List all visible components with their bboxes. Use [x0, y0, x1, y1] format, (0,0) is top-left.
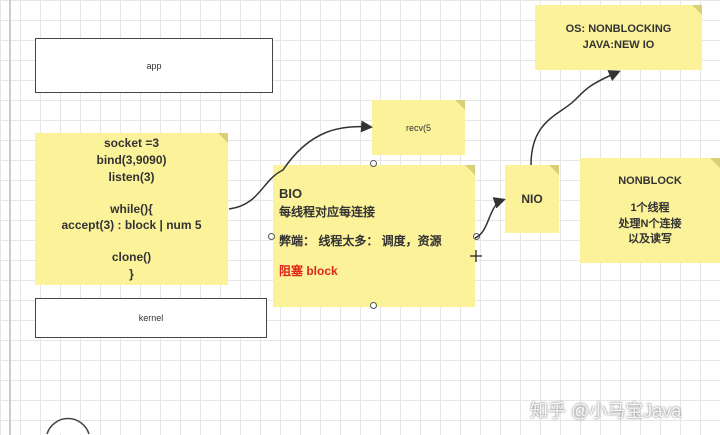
code-line: listen(3) [108, 169, 155, 184]
nonblock-title: NONBLOCK [618, 175, 682, 187]
app-box[interactable]: app [35, 38, 273, 93]
arrow-bio-to-nio [474, 197, 506, 239]
crosshair-cursor-icon [470, 250, 482, 262]
code-line: accept(3) : block | num 5 [61, 218, 202, 233]
os-line1: OS: NONBLOCKING [565, 23, 672, 36]
resize-handle[interactable] [370, 302, 377, 309]
code-line: while(){ [110, 201, 153, 216]
code-line: clone() [111, 250, 152, 265]
app-label: app [146, 60, 162, 71]
os-line2: JAVA:NEW IO [582, 38, 655, 51]
bio-drawback: 弊端： 线程太多： 调度，资源 [279, 234, 442, 249]
recv-label: recv(5 [405, 123, 431, 133]
nio-note[interactable]: NIO [505, 165, 559, 233]
canvas-edge [9, 0, 11, 435]
nio-label: NIO [521, 191, 543, 206]
circle-shape [46, 417, 90, 435]
code-note[interactable]: socket =3 bind(3,9090) listen(3) while()… [35, 133, 228, 285]
nonblock-note[interactable]: NONBLOCK 1个线程 处理N个连接 以及读写 [580, 158, 720, 263]
watermark: 知乎 @小马宝Java [530, 401, 682, 421]
kernel-label: kernel [138, 313, 164, 323]
nonblock-line3: 以及读写 [628, 233, 672, 246]
arrow-nio-to-os [530, 70, 621, 166]
nonblock-line2: 处理N个连接 [618, 217, 682, 230]
kernel-box[interactable]: kernel [35, 298, 267, 338]
resize-handle[interactable] [268, 233, 275, 240]
recv-note[interactable]: recv(5 [372, 100, 465, 155]
code-line: bind(3,9090) [96, 153, 167, 167]
nonblock-line1: 1个线程 [630, 202, 670, 215]
os-note[interactable]: OS: NONBLOCKING JAVA:NEW IO [535, 5, 702, 70]
bio-title: BIO [279, 186, 303, 201]
bio-blocking: 阻塞 block [279, 263, 338, 278]
arrow-code-to-recv [228, 120, 373, 210]
code-line: } [129, 266, 134, 281]
resize-handle[interactable] [370, 160, 377, 167]
bio-note[interactable]: BIO 每线程对应每连接 弊端： 线程太多： 调度，资源 阻塞 block [273, 165, 475, 307]
bio-line1: 每线程对应每连接 [279, 204, 376, 219]
code-line: socket =3 [103, 136, 160, 151]
